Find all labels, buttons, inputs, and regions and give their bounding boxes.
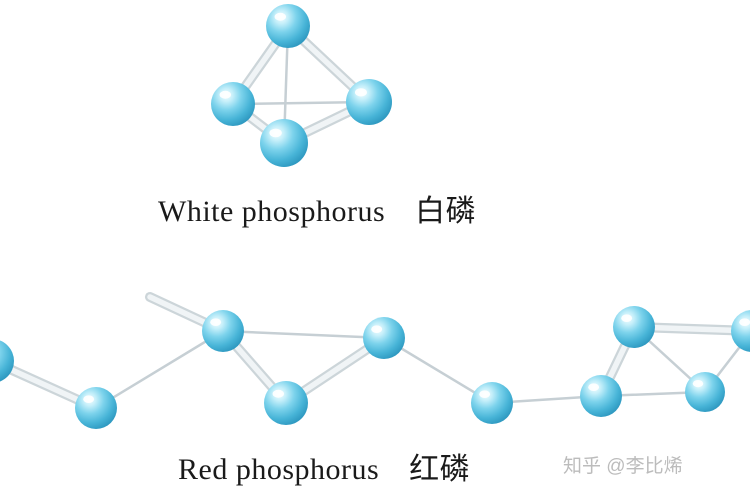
sphere-highlight xyxy=(210,318,222,326)
sphere-highlight xyxy=(269,128,282,138)
red-phosphorus-label-en: Red phosphorus xyxy=(178,453,380,486)
red-phosphorus-atom xyxy=(613,306,655,348)
red-phosphorus-atom xyxy=(202,310,244,352)
sphere-highlight xyxy=(739,318,750,326)
red-phosphorus-label: Red phosphorus 红磷 xyxy=(178,444,470,488)
sphere-highlight xyxy=(354,88,367,97)
red-phosphorus-atom xyxy=(363,317,405,359)
watermark-text: 知乎 @李比烯 xyxy=(563,456,683,477)
bond-line xyxy=(221,329,386,340)
red-phosphorus-atom xyxy=(471,382,513,424)
sphere-highlight xyxy=(272,389,285,398)
white-phosphorus-atom xyxy=(346,79,392,125)
sphere-highlight xyxy=(274,12,287,21)
red-phosphorus-label-zh: 红磷 xyxy=(409,453,471,486)
sphere-highlight xyxy=(621,314,633,322)
white-phosphorus-label-zh: 白磷 xyxy=(415,195,477,228)
sphere-highlight xyxy=(588,383,600,391)
sphere-highlight xyxy=(479,390,491,398)
bond-line xyxy=(94,329,225,410)
red-phosphorus-atom xyxy=(580,375,622,417)
white-phosphorus-atom xyxy=(260,119,308,167)
red-phosphorus-atom xyxy=(75,387,117,429)
red-phosphorus-atom xyxy=(685,372,725,412)
sphere-highlight xyxy=(371,325,383,333)
white-phosphorus-label-en: White phosphorus xyxy=(158,195,386,228)
sphere-highlight xyxy=(83,395,95,403)
sphere-highlight xyxy=(692,380,704,388)
white-phosphorus-atom xyxy=(211,82,255,126)
white-phosphorus-label: White phosphorus 白磷 xyxy=(158,186,476,230)
red-phosphorus-atom xyxy=(731,310,750,352)
white-phosphorus-atom xyxy=(266,4,310,48)
red-phosphorus-atom xyxy=(264,381,308,425)
red-phosphorus-atom xyxy=(0,340,14,382)
bond-line xyxy=(382,336,494,405)
sphere-highlight xyxy=(219,90,232,99)
